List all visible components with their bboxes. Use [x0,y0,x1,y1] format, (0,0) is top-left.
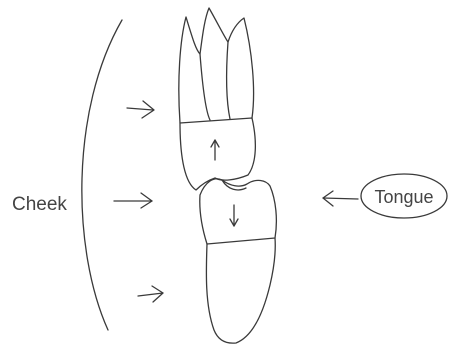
arrow-right-icon [127,101,154,118]
lower-tooth-root [206,238,275,343]
arrow-up-icon [211,140,219,160]
cheek-curve [82,20,122,330]
tongue-label: Tongue [374,187,433,207]
arrow-right-icon [138,286,163,302]
lower-tooth-crown [200,179,277,244]
arrow-down-icon [230,205,238,226]
cheek-label: Cheek [12,194,67,215]
upper-tooth-roots [179,8,254,123]
arrow-left-icon [323,191,358,206]
arrow-right-icon [114,193,152,208]
